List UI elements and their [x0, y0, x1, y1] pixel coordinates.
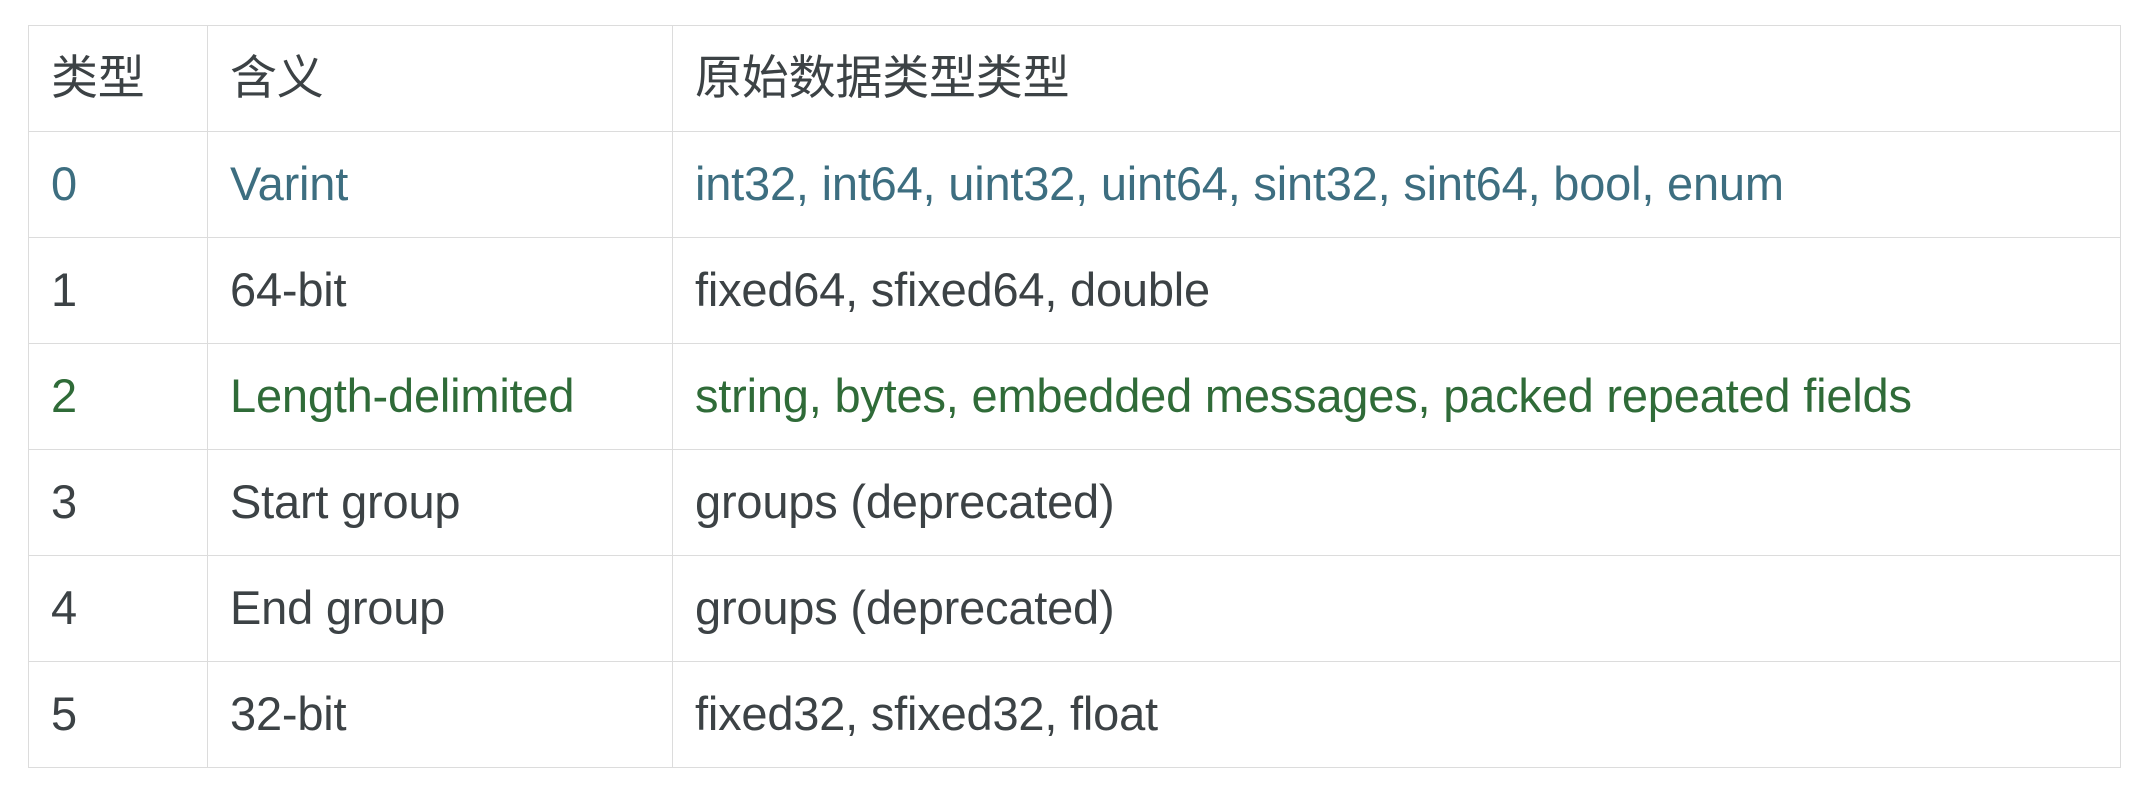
table-row: 1 64-bit fixed64, sfixed64, double	[28, 237, 2121, 344]
cell-meaning: Start group	[207, 449, 673, 556]
cell-primitive: fixed32, sfixed32, float	[672, 661, 2121, 768]
table-row: 2 Length-delimited string, bytes, embedd…	[28, 343, 2121, 450]
cell-primitive: groups (deprecated)	[672, 555, 2121, 662]
table-row: 4 End group groups (deprecated)	[28, 555, 2121, 662]
cell-primitive: groups (deprecated)	[672, 449, 2121, 556]
column-header-primitive: 原始数据类型类型	[672, 25, 2121, 132]
table-header: 类型 含义 原始数据类型类型	[28, 25, 2121, 132]
cell-meaning: 32-bit	[207, 661, 673, 768]
table-body: 0 Varint int32, int64, uint32, uint64, s…	[28, 131, 2121, 768]
cell-meaning: Varint	[207, 131, 673, 238]
cell-type: 1	[28, 237, 208, 344]
column-header-meaning: 含义	[207, 25, 673, 132]
column-header-type: 类型	[28, 25, 208, 132]
wire-type-table: 类型 含义 原始数据类型类型 0 Varint int32, int64, ui…	[28, 25, 2121, 768]
cell-primitive: int32, int64, uint32, uint64, sint32, si…	[672, 131, 2121, 238]
cell-meaning: Length-delimited	[207, 343, 673, 450]
cell-primitive: fixed64, sfixed64, double	[672, 237, 2121, 344]
cell-type: 4	[28, 555, 208, 662]
wire-type-table-container: 类型 含义 原始数据类型类型 0 Varint int32, int64, ui…	[28, 25, 2121, 768]
table-header-row: 类型 含义 原始数据类型类型	[28, 25, 2121, 132]
cell-meaning: 64-bit	[207, 237, 673, 344]
cell-meaning: End group	[207, 555, 673, 662]
table-row: 5 32-bit fixed32, sfixed32, float	[28, 661, 2121, 768]
cell-type: 5	[28, 661, 208, 768]
table-row: 3 Start group groups (deprecated)	[28, 449, 2121, 556]
cell-type: 3	[28, 449, 208, 556]
table-row: 0 Varint int32, int64, uint32, uint64, s…	[28, 131, 2121, 238]
cell-type: 0	[28, 131, 208, 238]
cell-type: 2	[28, 343, 208, 450]
cell-primitive: string, bytes, embedded messages, packed…	[672, 343, 2121, 450]
